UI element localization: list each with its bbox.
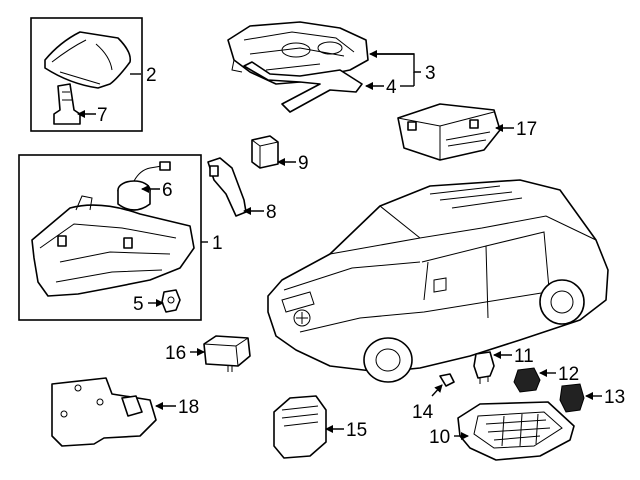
clip-part-5 — [161, 289, 181, 313]
callout-11: 11 — [514, 346, 534, 367]
plate-part-18 — [51, 377, 157, 447]
relay-part-11 — [473, 351, 495, 384]
module-part-16 — [203, 335, 251, 372]
callout-8: 8 — [266, 202, 277, 223]
tray-part-1 — [31, 195, 195, 297]
cover-part-2 — [44, 31, 132, 89]
leader-3 — [372, 53, 421, 73]
vehicle-illustration — [267, 179, 609, 383]
bracket-part-7 — [53, 83, 81, 125]
callout-15: 15 — [346, 420, 367, 441]
leader-14 — [431, 384, 443, 397]
callout-1: 1 — [212, 233, 223, 254]
callout-2: 2 — [146, 65, 157, 86]
group-box-tray — [18, 154, 202, 321]
callout-7: 7 — [97, 105, 108, 126]
callout-9: 9 — [298, 153, 309, 174]
callout-17: 17 — [516, 119, 537, 140]
callout-16: 16 — [165, 343, 186, 364]
relay-part-13 — [559, 383, 585, 413]
callout-5: 5 — [133, 294, 144, 315]
module-part-17 — [397, 103, 501, 161]
fuse-part-14 — [439, 373, 455, 387]
relay-part-12 — [513, 367, 541, 393]
block-part-9 — [251, 135, 279, 169]
callout-10: 10 — [429, 427, 450, 448]
callout-12: 12 — [558, 364, 579, 385]
fusebox-part-10 — [457, 401, 575, 461]
callout-18: 18 — [178, 397, 199, 418]
group-box-cover — [30, 17, 143, 132]
callout-4: 4 — [386, 77, 397, 98]
callout-13: 13 — [604, 387, 625, 408]
module-part-15 — [273, 395, 327, 459]
callout-6: 6 — [162, 180, 173, 201]
bracket-part-8 — [207, 157, 247, 217]
seal-part-4 — [243, 61, 363, 113]
callout-14: 14 — [412, 402, 434, 423]
callout-3: 3 — [425, 63, 436, 84]
